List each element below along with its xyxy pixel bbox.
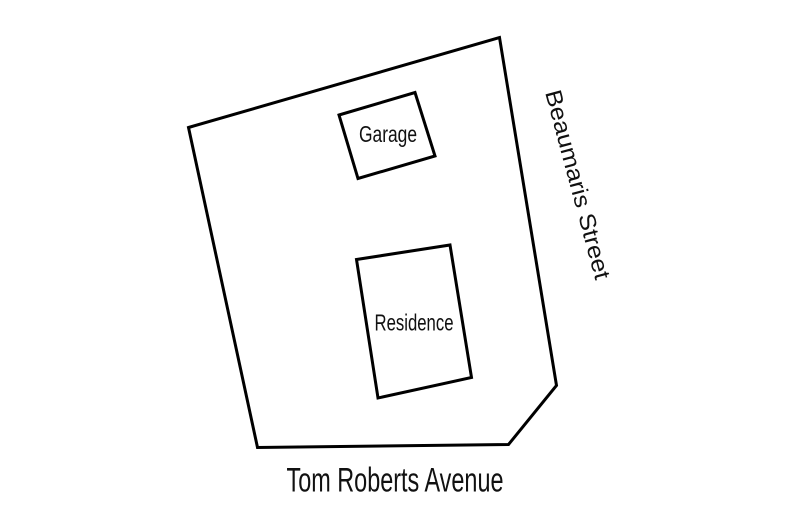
property-boundary-outline [186, 35, 559, 450]
garage-building-outline [337, 90, 437, 181]
street-label-tom-roberts-avenue: Tom Roberts Avenue [287, 462, 504, 500]
garage-label: Garage [359, 121, 417, 147]
street-label-beaumaris-street: Beaumaris Street [540, 87, 616, 283]
residence-label: Residence [375, 310, 454, 336]
residence-building-outline [354, 243, 474, 400]
